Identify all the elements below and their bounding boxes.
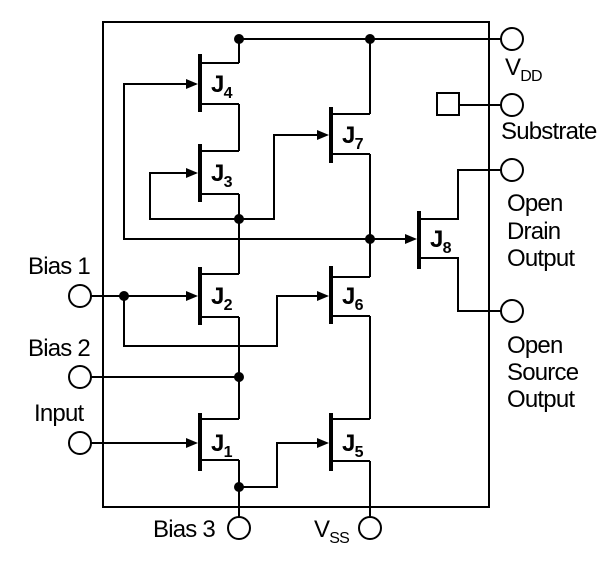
j3-drain-source-stubs — [200, 150, 239, 195]
transistor-j6: J6 — [317, 266, 370, 324]
input-terminal-icon — [68, 431, 92, 455]
vss-label: VSS — [314, 516, 349, 547]
j3-label: J3 — [211, 160, 233, 191]
j8-drain-source-stubs — [419, 218, 458, 259]
junction-dot — [119, 291, 129, 301]
pin-open-source-output: Open Source Output — [500, 299, 579, 413]
j7-label: J7 — [342, 122, 364, 153]
junction-dots — [119, 34, 375, 492]
j6-drain-source-stubs — [331, 276, 370, 317]
junction-dot — [234, 482, 244, 492]
j8-label: J8 — [430, 226, 452, 257]
j2-label: J2 — [211, 283, 233, 314]
bias2-label: Bias 2 — [28, 335, 90, 362]
open-drain-label-line3: Output — [507, 245, 575, 272]
pin-vdd: VDD — [500, 27, 543, 85]
package-outline — [102, 21, 490, 508]
open-source-label-line3: Output — [507, 386, 575, 413]
transistor-j4: J4 — [186, 54, 239, 112]
pin-bias2: Bias 2 — [28, 335, 92, 389]
bias3-terminal-icon — [227, 516, 251, 540]
pin-open-drain-output: Open Drain Output — [500, 158, 576, 272]
j4-gate-arrow-icon — [186, 79, 198, 89]
j2-gate-arrow-icon — [186, 291, 198, 301]
transistor-j1: J1 — [186, 413, 239, 471]
j2-drain-source-stubs — [200, 273, 239, 318]
open-source-label-line1: Open — [507, 332, 563, 359]
net-bias2-cascode — [91, 317, 240, 419]
pin-substrate: Substrate — [436, 92, 598, 145]
j1-drain-source-stubs — [200, 418, 239, 461]
junction-dot — [234, 34, 244, 44]
transistor-j2: J2 — [186, 267, 239, 325]
net-j3-j7gate-j2drain — [149, 134, 320, 274]
pin-bias3: Bias 3 — [153, 516, 251, 543]
pin-bias1: Bias 1 — [28, 253, 92, 308]
net-j1source-bias3-j5gate — [238, 442, 320, 517]
junction-dot — [234, 372, 244, 382]
substrate-square-icon — [436, 92, 460, 116]
junction-dot — [234, 214, 244, 224]
substrate-label: Substrate — [501, 118, 597, 145]
bias3-label: Bias 3 — [153, 516, 215, 543]
j3-gate-arrow-icon — [186, 168, 198, 178]
open-drain-label-line1: Open — [507, 190, 563, 217]
j5-drain-source-stubs — [331, 418, 370, 462]
net-bias1-gates — [91, 295, 320, 347]
junction-dot — [365, 234, 375, 244]
transistor-j5: J5 — [317, 413, 370, 471]
open-source-label-line2: Source — [507, 359, 579, 386]
j6-gate-arrow-icon — [317, 291, 329, 301]
open-drain-terminal-icon — [500, 158, 524, 182]
bias1-terminal-icon — [68, 284, 92, 308]
net-j4gate-j7source-j8gate — [123, 83, 407, 277]
open-source-terminal-icon — [500, 299, 524, 323]
j5-gate-arrow-icon — [317, 438, 329, 448]
input-label: Input — [34, 400, 85, 427]
substrate-terminal-icon — [500, 93, 524, 117]
bias1-label: Bias 1 — [28, 253, 90, 280]
transistor-j8: J8 — [405, 211, 458, 269]
j1-label: J1 — [211, 430, 233, 461]
open-drain-label-line2: Drain — [507, 218, 560, 245]
vdd-terminal-icon — [500, 27, 524, 51]
vdd-label: VDD — [505, 54, 542, 85]
j1-gate-arrow-icon — [186, 438, 198, 448]
transistor-j3: J3 — [186, 144, 239, 202]
net-vdd-rail — [238, 38, 501, 114]
pin-input: Input — [34, 400, 92, 455]
transistor-j7: J7 — [317, 107, 370, 163]
j8-gate-arrow-icon — [405, 234, 417, 244]
j7-gate-arrow-icon — [317, 130, 329, 140]
j4-label: J4 — [211, 71, 233, 102]
vss-terminal-icon — [358, 516, 382, 540]
bias2-terminal-icon — [68, 365, 92, 389]
j6-label: J6 — [342, 283, 364, 314]
j7-drain-source-stubs — [331, 113, 370, 155]
j4-drain-source-stubs — [200, 62, 239, 105]
pin-vss: VSS — [314, 516, 382, 547]
junction-dot — [365, 34, 375, 44]
j5-label: J5 — [342, 430, 364, 461]
